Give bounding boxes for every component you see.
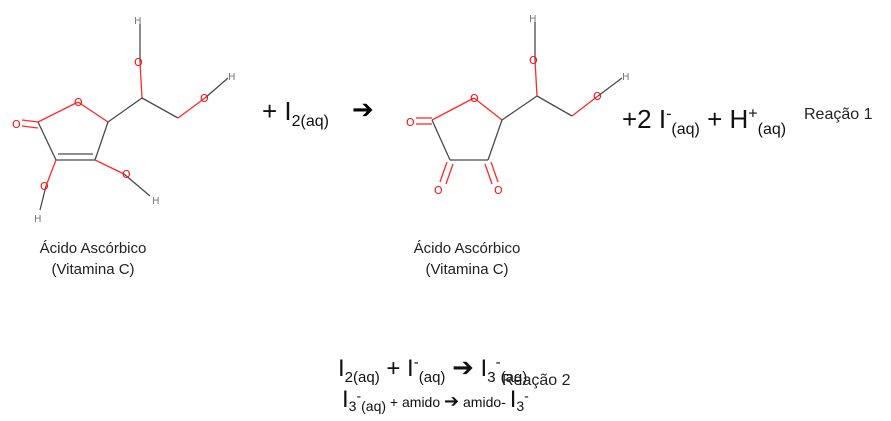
hydroxyl-oxygen: O [593,90,602,103]
hydroxyl-hydrogen: H [228,72,236,83]
hydroxyl-oxygen: O [134,56,143,69]
reaction-1-products: +2 I-(aq) + H+(aq) [622,104,787,139]
hydroxyl-oxygen: O [529,54,538,67]
reaction-2-equation: I2(aq) + I-(aq) ➔ I3-(aq) [338,352,528,386]
reaction-3-equation: I3-(aq) + amido ➔ amido- I3- [342,386,529,415]
hydroxyl-hydrogen: H [34,214,42,225]
hydroxyl-hydrogen: H [134,16,142,27]
carbonyl-oxygen: O [12,118,21,131]
reaction-1-label: Reação 1 [804,106,873,123]
hydroxyl-hydrogen: H [622,72,630,83]
carbonyl-oxygen: O [406,116,415,129]
reaction-1-arrow: ➔ [352,94,374,124]
ring-oxygen: O [74,96,83,109]
molecule-1-name: Ácido Ascórbico (Vitamina C) [39,240,147,278]
hydroxyl-oxygen: O [200,92,209,105]
hydroxyl-oxygen: O [122,168,131,181]
reaction-2-label: Reação 2 [502,372,571,389]
carbonyl-oxygen: O [434,184,443,197]
reaction-2-arrow: ➔ [452,352,474,382]
hydroxyl-hydrogen: H [152,196,160,207]
reaction-1-reactant-iodine: + I2(aq) [262,96,329,131]
hydroxyl-oxygen: O [40,180,49,193]
molecule-2-name: Ácido Ascórbico (Vitamina C) [413,240,521,278]
ring-oxygen: O [470,92,479,105]
hydroxyl-hydrogen: H [529,14,537,25]
carbonyl-oxygen: O [494,184,503,197]
